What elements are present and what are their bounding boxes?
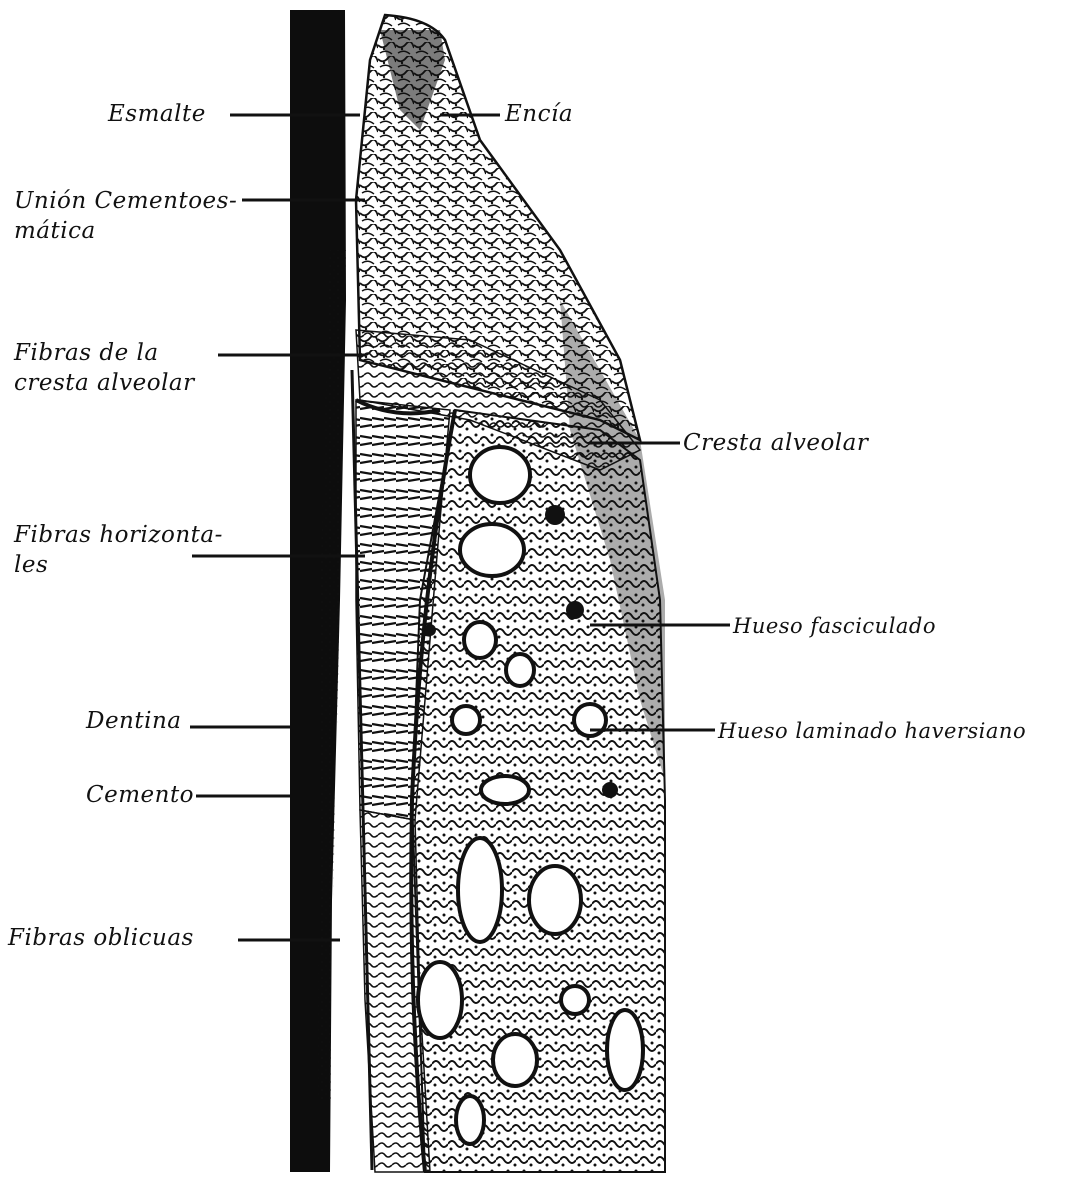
label-hueso-fasciculado: Hueso fasciculado	[733, 611, 936, 641]
label-encia: Encía	[505, 99, 573, 129]
label-esmalte: Esmalte	[108, 99, 206, 129]
label-fibras-oblicuas: Fibras oblicuas	[8, 923, 194, 953]
label-union-cementoesmatica: Unión Cementoes- mática	[14, 186, 237, 246]
label-cemento: Cemento	[86, 780, 194, 810]
label-fibras-horizontales: Fibras horizonta- les	[14, 520, 223, 580]
label-dentina: Dentina	[86, 706, 182, 736]
label-hueso-laminado: Hueso laminado haversiano	[718, 716, 1026, 746]
label-fibras-cresta: Fibras de la cresta alveolar	[14, 338, 195, 398]
label-cresta-alveolar: Cresta alveolar	[683, 428, 868, 458]
